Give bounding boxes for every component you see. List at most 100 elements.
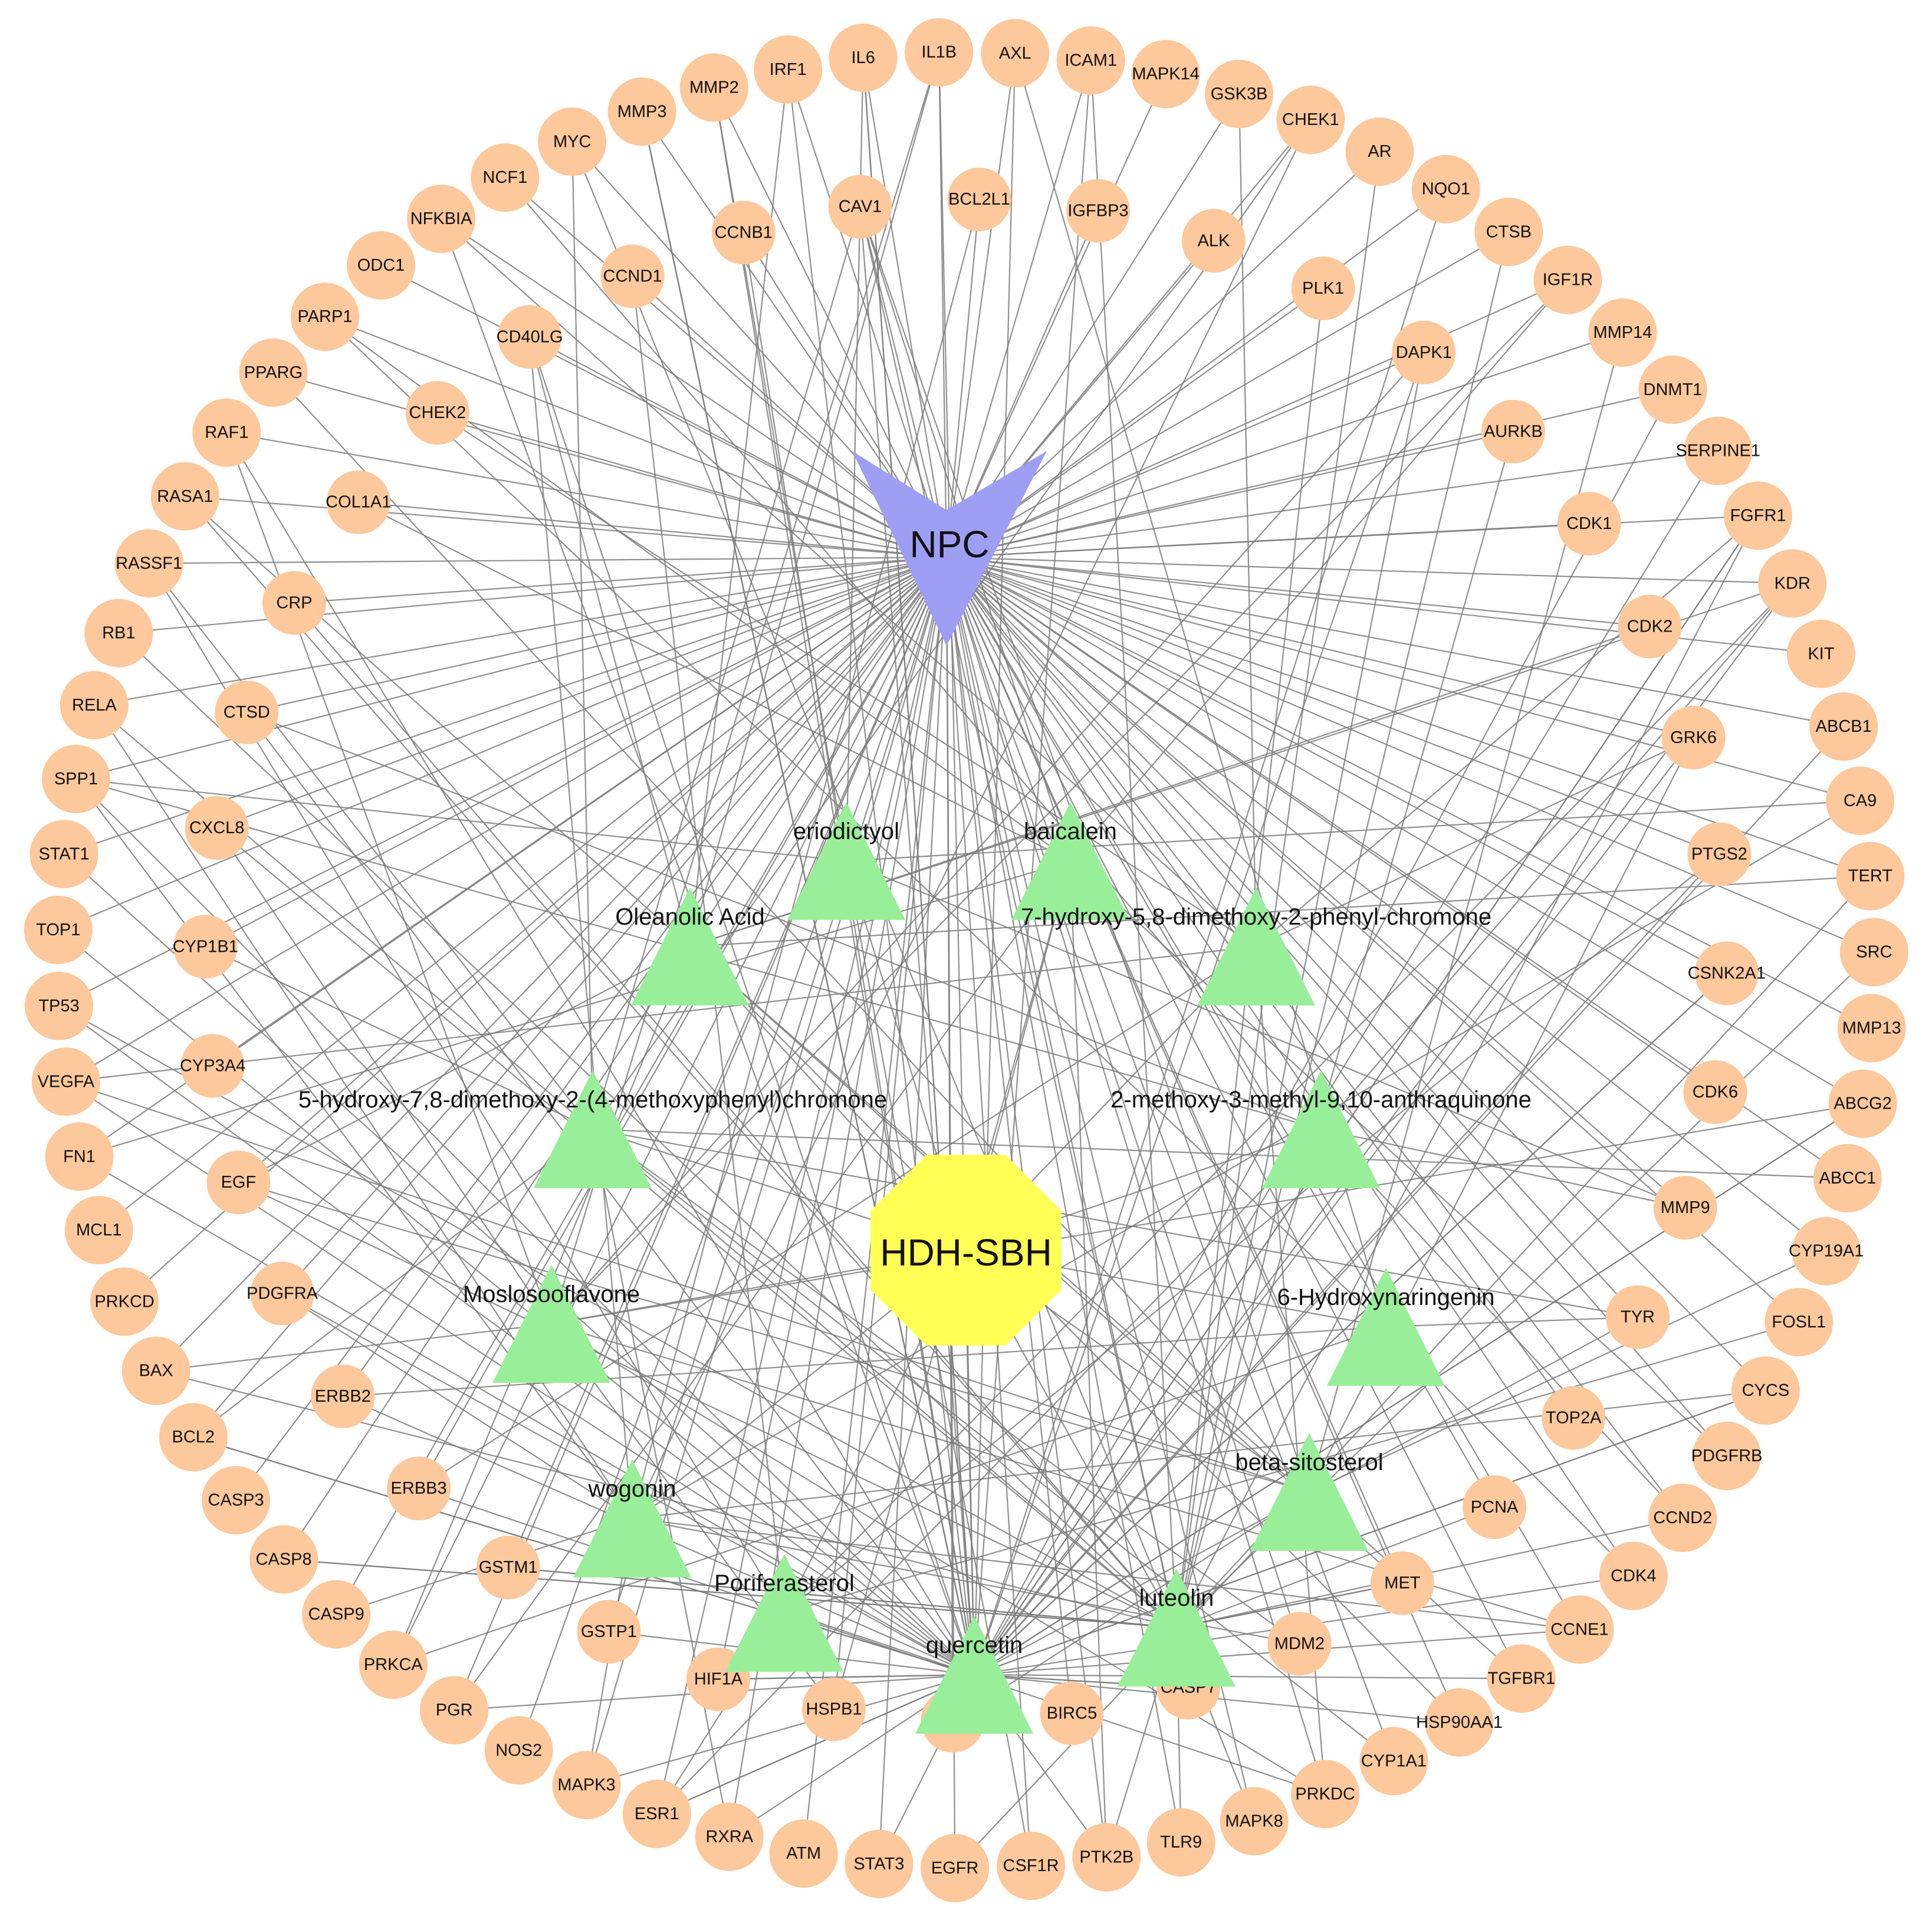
- compound-node-beta-sitosterol[interactable]: beta-sitosterol: [1235, 1433, 1384, 1551]
- target-node-plk1[interactable]: PLK1: [1291, 257, 1355, 320]
- target-node-casp3[interactable]: CASP3: [202, 1466, 271, 1534]
- target-node-spp1[interactable]: SPP1: [41, 745, 110, 813]
- target-node-prkca[interactable]: PRKCA: [359, 1631, 428, 1700]
- target-node-dapk1[interactable]: DAPK1: [1392, 320, 1456, 384]
- target-node-cd40lg[interactable]: CD40LG: [497, 305, 563, 369]
- target-node-csnk2a1[interactable]: CSNK2A1: [1688, 941, 1766, 1005]
- target-node-grk6[interactable]: GRK6: [1661, 705, 1726, 770]
- compound-node-poriferasterol[interactable]: Poriferasterol: [714, 1554, 855, 1672]
- target-node-ca9[interactable]: CA9: [1826, 766, 1895, 835]
- target-node-fosl1[interactable]: FOSL1: [1765, 1288, 1834, 1357]
- target-node-odc1[interactable]: ODC1: [347, 231, 415, 300]
- compound-node-6-hydroxynaringenin[interactable]: 6-Hydroxynaringenin: [1277, 1268, 1495, 1386]
- target-node-abcc1[interactable]: ABCC1: [1813, 1144, 1882, 1212]
- hub-node[interactable]: HDH-SBH: [870, 1155, 1062, 1346]
- target-node-ccne1[interactable]: CCNE1: [1545, 1595, 1614, 1664]
- target-node-egf[interactable]: EGF: [206, 1150, 271, 1215]
- target-node-egfr[interactable]: EGFR: [921, 1833, 990, 1902]
- target-node-ncf1[interactable]: NCF1: [471, 143, 540, 212]
- compound-node-7-hydroxy-5-8-dimethoxy-2-phenyl-chromone[interactable]: 7-hydroxy-5,8-dimethoxy-2-phenyl-chromon…: [1021, 887, 1491, 1005]
- compound-node-oleanolic-acid[interactable]: Oleanolic Acid: [615, 887, 765, 1005]
- target-node-erbb2[interactable]: ERBB2: [311, 1364, 375, 1428]
- target-node-il6[interactable]: IL6: [829, 23, 898, 92]
- target-node-cav1[interactable]: CAV1: [828, 175, 892, 239]
- target-node-ctsb[interactable]: CTSB: [1474, 198, 1543, 267]
- target-node-rassf1[interactable]: RASSF1: [114, 529, 183, 598]
- target-node-igfbp3[interactable]: IGFBP3: [1066, 179, 1130, 243]
- target-node-mmp2[interactable]: MMP2: [679, 53, 748, 122]
- target-node-serpine1[interactable]: SERPINE1: [1675, 416, 1760, 485]
- target-node-kdr[interactable]: KDR: [1758, 549, 1827, 618]
- target-node-raf1[interactable]: RAF1: [192, 398, 261, 467]
- target-node-icam1[interactable]: ICAM1: [1056, 26, 1125, 95]
- target-node-nqo1[interactable]: NQO1: [1411, 155, 1480, 223]
- target-node-mdm2[interactable]: MDM2: [1267, 1612, 1332, 1676]
- target-node-hsp90aa1[interactable]: HSP90AA1: [1416, 1688, 1503, 1757]
- target-node-abcg2[interactable]: ABCG2: [1828, 1069, 1897, 1138]
- target-node-birc5[interactable]: BIRC5: [1040, 1681, 1104, 1746]
- target-node-mmp9[interactable]: MMP9: [1653, 1176, 1717, 1240]
- target-node-erbb3[interactable]: ERBB3: [387, 1457, 451, 1521]
- target-node-ptk2b[interactable]: PTK2B: [1072, 1823, 1141, 1892]
- compound-node-eriodictyol[interactable]: eriodictyol: [787, 802, 905, 920]
- target-node-nos2[interactable]: NOS2: [484, 1716, 553, 1785]
- target-node-esr1[interactable]: ESR1: [622, 1780, 691, 1848]
- compound-node-baicalein[interactable]: baicalein: [1011, 802, 1129, 920]
- target-node-mmp3[interactable]: MMP3: [607, 77, 676, 146]
- target-node-rb1[interactable]: RB1: [84, 599, 153, 668]
- target-node-irf1[interactable]: IRF1: [754, 35, 823, 104]
- target-node-gstp1[interactable]: GSTP1: [577, 1600, 641, 1664]
- target-node-il1b[interactable]: IL1B: [905, 18, 974, 87]
- target-node-fgfr1[interactable]: FGFR1: [1724, 481, 1792, 550]
- target-node-ar[interactable]: AR: [1345, 117, 1414, 186]
- target-node-mmp14[interactable]: MMP14: [1588, 298, 1657, 367]
- target-node-nfkbia[interactable]: NFKBIA: [407, 185, 476, 254]
- target-node-tgfbr1[interactable]: TGFBR1: [1487, 1644, 1556, 1713]
- target-node-ctsd[interactable]: CTSD: [215, 681, 279, 744]
- target-node-gstm1[interactable]: GSTM1: [476, 1536, 540, 1600]
- target-node-pdgfrb[interactable]: PDGFRB: [1691, 1422, 1763, 1490]
- target-node-ptgs2[interactable]: PTGS2: [1687, 822, 1752, 886]
- target-node-stat1[interactable]: STAT1: [29, 820, 98, 889]
- target-node-fn1[interactable]: FN1: [45, 1122, 114, 1191]
- target-node-parp1[interactable]: PARP1: [291, 282, 359, 351]
- target-node-abcb1[interactable]: ABCB1: [1809, 692, 1878, 761]
- target-node-met[interactable]: MET: [1370, 1551, 1434, 1615]
- compound-node-quercetin[interactable]: quercetin: [915, 1616, 1033, 1734]
- target-node-prkdc[interactable]: PRKDC: [1291, 1760, 1360, 1829]
- target-node-mapk14[interactable]: MAPK14: [1131, 40, 1200, 109]
- target-node-csf1r[interactable]: CSF1R: [997, 1832, 1066, 1901]
- target-node-cyp1b1[interactable]: CYP1B1: [173, 915, 238, 979]
- target-node-mapk8[interactable]: MAPK8: [1220, 1787, 1289, 1856]
- target-node-bcl2[interactable]: BCL2: [159, 1403, 228, 1472]
- target-node-hspb1[interactable]: HSPB1: [802, 1677, 866, 1741]
- target-node-tert[interactable]: TERT: [1836, 841, 1905, 910]
- target-node-rela[interactable]: RELA: [60, 670, 129, 739]
- target-node-cyp1a1[interactable]: CYP1A1: [1359, 1727, 1428, 1796]
- target-node-dnmt1[interactable]: DNMT1: [1638, 355, 1707, 424]
- target-node-cdk6[interactable]: CDK6: [1683, 1060, 1747, 1124]
- target-node-pgr[interactable]: PGR: [420, 1676, 489, 1745]
- target-node-ccnd1[interactable]: CCND1: [600, 244, 665, 308]
- compound-node-5-hydroxy-7-8-dimethoxy-2-4-methoxyphenyl-chromone[interactable]: 5-hydroxy-7,8-dimethoxy-2-(4-methoxyphen…: [298, 1070, 887, 1188]
- target-node-cycs[interactable]: CYCS: [1731, 1356, 1800, 1425]
- target-node-tyr[interactable]: TYR: [1606, 1285, 1670, 1349]
- target-node-pparg[interactable]: PPARG: [239, 338, 308, 407]
- target-node-mcl1[interactable]: MCL1: [64, 1196, 133, 1264]
- target-node-cdk1[interactable]: CDK1: [1557, 492, 1621, 556]
- target-node-gsk3b[interactable]: GSK3B: [1205, 60, 1274, 129]
- target-node-prkcd[interactable]: PRKCD: [90, 1267, 159, 1336]
- target-node-alk[interactable]: ALK: [1182, 209, 1246, 273]
- compound-node-wogonin[interactable]: wogonin: [573, 1459, 691, 1577]
- target-node-cdk2[interactable]: CDK2: [1618, 594, 1682, 659]
- target-node-kit[interactable]: KIT: [1786, 619, 1855, 688]
- target-node-bcl2l1[interactable]: BCL2L1: [947, 167, 1011, 232]
- target-node-cyp3a4[interactable]: CYP3A4: [180, 1034, 245, 1098]
- target-node-chek2[interactable]: CHEK2: [405, 381, 469, 445]
- target-node-stat3[interactable]: STAT3: [845, 1829, 914, 1898]
- compound-node-luteolin[interactable]: luteolin: [1118, 1569, 1236, 1687]
- target-node-top1[interactable]: TOP1: [24, 895, 93, 964]
- target-node-pdgfra[interactable]: PDGFRA: [247, 1261, 318, 1326]
- target-node-bax[interactable]: BAX: [121, 1336, 190, 1405]
- target-node-atm[interactable]: ATM: [769, 1819, 838, 1888]
